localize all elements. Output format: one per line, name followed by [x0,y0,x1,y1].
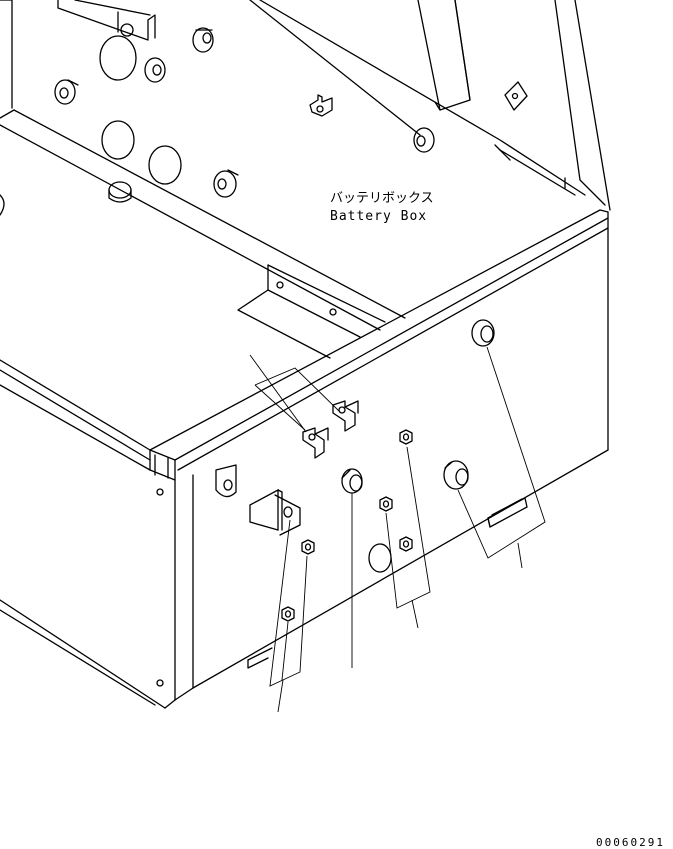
leader-lines [249,346,546,713]
bushing-icon [144,57,166,83]
drawing-number: 00060291 [596,836,665,849]
bushing-set-back-wall [54,27,435,203]
nut-icon [281,606,295,622]
loop-bracket [215,464,237,498]
back-wall-clip [309,94,333,117]
box-front-panel [0,209,609,709]
label-en: Battery Box [330,209,427,224]
grommet-icon [443,460,469,490]
box-lid [259,0,611,211]
rim-clip [302,427,329,459]
back-wall-holes [99,35,182,185]
bushing-icon [54,79,79,105]
back-wall-top-bracket [57,0,156,41]
bushing-icon [213,169,239,198]
floor-support-bracket [237,264,386,359]
bushing-icon [108,181,132,203]
bushing-icon [192,27,214,53]
rim-clip [332,400,359,432]
bushing-icon [413,127,435,153]
nut-icon [301,539,315,555]
nut-icon [379,496,393,512]
box-back-wall [0,0,421,331]
mounting-plate [249,488,301,536]
grommet-icon [341,468,363,494]
nut-icon [399,429,413,445]
front-panel-handle-slot [487,497,528,528]
label-jp: バッテリボックス [330,191,434,206]
front-panel-hole [368,543,392,573]
nut-icon [399,536,413,552]
grommet-icon [471,319,495,347]
